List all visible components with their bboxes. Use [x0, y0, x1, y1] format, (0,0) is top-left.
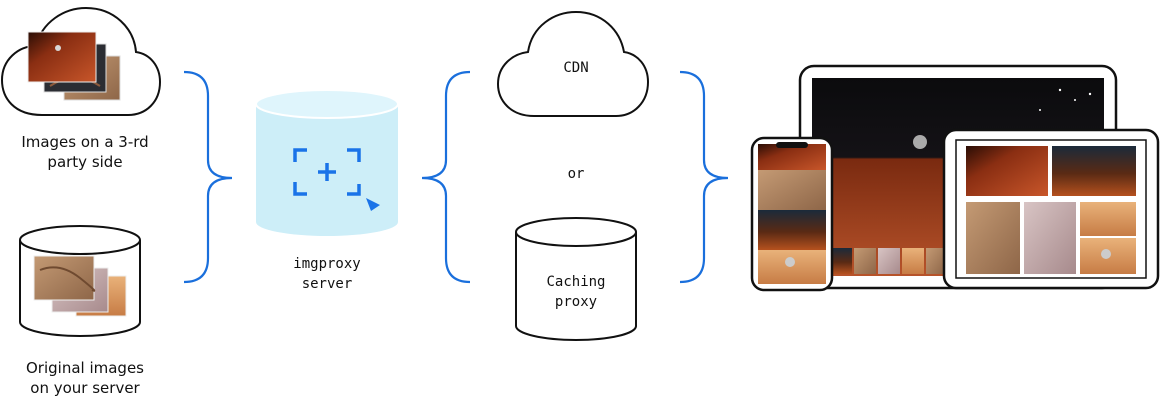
third-party-label-line-2: party side — [47, 153, 123, 171]
middle-brace-connector — [421, 70, 471, 284]
caching-proxy-label: Caching proxy — [516, 272, 636, 312]
third-party-label: Images on a 3-rd party side — [0, 132, 170, 172]
crop-cursor-icon — [293, 148, 380, 211]
devices-illustration — [750, 64, 1160, 292]
caching-proxy-label-line-2: proxy — [554, 294, 598, 310]
imgproxy-server-cylinder — [255, 89, 399, 236]
cdn-label: CDN — [563, 60, 589, 76]
third-party-cloud-icon — [0, 6, 162, 116]
or-label: or — [567, 166, 585, 182]
original-images-label-line-1: Original images — [25, 359, 144, 377]
original-images-cylinder-icon — [19, 225, 141, 337]
third-party-label-line-1: Images on a 3-rd — [21, 133, 149, 151]
original-photo-stack — [33, 255, 127, 317]
imgproxy-server-label-line-1: imgproxy — [293, 256, 361, 272]
original-images-label-line-2: on your server — [30, 379, 140, 397]
tablet-device — [942, 128, 1160, 290]
third-party-photo-stack — [27, 31, 121, 101]
laptop-thumbnail-strip — [830, 248, 944, 274]
imgproxy-server-label: imgproxy server — [252, 254, 402, 294]
caching-proxy-cylinder-icon — [515, 217, 637, 341]
cdn-cloud-icon — [496, 10, 650, 117]
imgproxy-server-label-line-2: server — [301, 276, 353, 292]
right-brace-connector — [679, 70, 729, 284]
original-images-label: Original images on your server — [0, 358, 170, 398]
phone-device — [750, 136, 834, 292]
left-brace-connector — [183, 70, 233, 284]
caching-proxy-label-line-1: Caching — [546, 274, 606, 290]
